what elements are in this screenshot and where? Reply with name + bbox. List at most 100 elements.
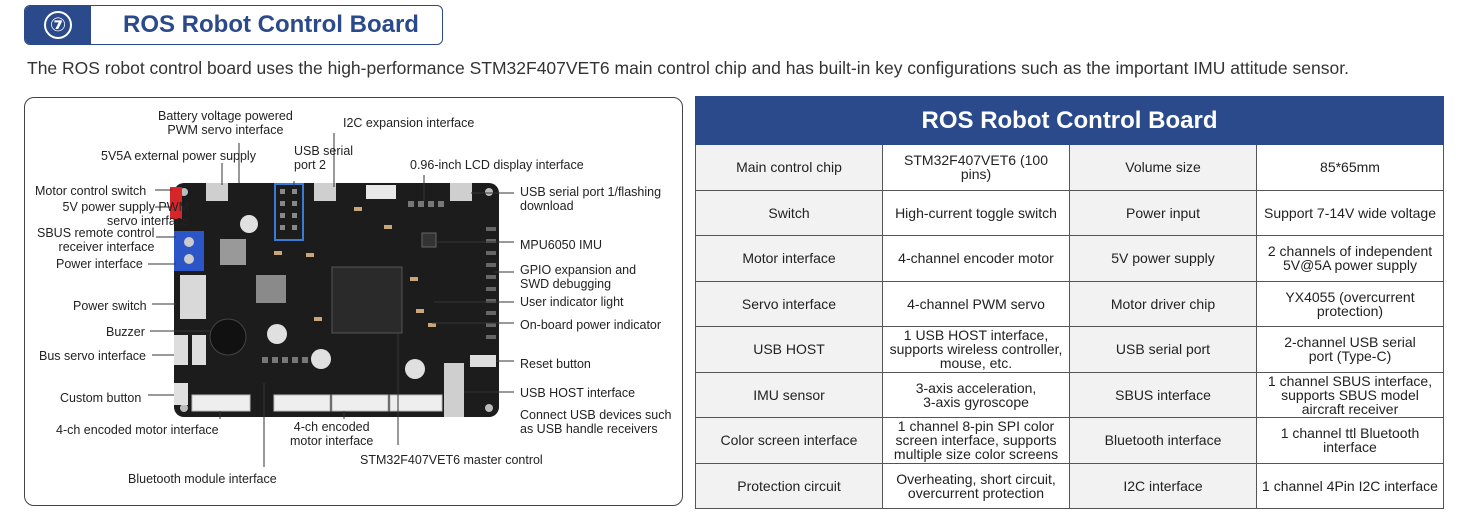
- spec-key-cell: I2C interface: [1069, 462, 1257, 509]
- smd-components: [274, 207, 436, 327]
- motor-switch: [170, 187, 182, 219]
- spec-key-cell: Protection circuit: [695, 462, 883, 509]
- spec-key-cell: Volume size: [1069, 144, 1257, 191]
- section-title: ROS Robot Control Board: [123, 11, 419, 38]
- buzzer-part: [209, 318, 247, 356]
- spec-key-cell: Motor driver chip: [1069, 280, 1257, 327]
- mount-hole: [485, 404, 493, 412]
- label-user-light: User indicator light: [520, 295, 624, 309]
- terminal-screw: [184, 254, 194, 264]
- reset-button-part: [470, 355, 496, 367]
- capacitor: [405, 359, 425, 379]
- label-power-switch: Power switch: [73, 299, 147, 313]
- label-power-interface: Power interface: [56, 257, 143, 271]
- spec-value-cell: Support 7-14V wide voltage: [1256, 189, 1444, 236]
- custom-button-part: [174, 383, 188, 405]
- section-number: ⑦: [25, 6, 91, 44]
- usb-c-port: [450, 183, 472, 201]
- spec-table-title: ROS Robot Control Board: [695, 96, 1444, 145]
- label-custom-button: Custom button: [60, 391, 142, 405]
- label-lcd: 0.96-inch LCD display interface: [410, 158, 584, 172]
- spec-key-cell: Servo interface: [695, 280, 883, 327]
- imu-chip: [421, 232, 437, 248]
- stm32-chip: [331, 266, 403, 334]
- spec-table: ROS Robot Control Board Main control chi…: [695, 96, 1444, 509]
- spec-key-cell: Switch: [695, 189, 883, 236]
- label-reset: Reset button: [520, 357, 591, 371]
- motor-connector: [273, 394, 331, 412]
- spec-key-cell: USB HOST: [695, 326, 883, 373]
- label-ext-power: 5V5A external power supply: [101, 149, 256, 163]
- spec-value-cell: 4-channel PWM servo: [882, 280, 1070, 327]
- usb-host-port: [444, 363, 464, 417]
- label-onboard-power: On-board power indicator: [520, 318, 662, 332]
- section-description: The ROS robot control board uses the hig…: [27, 58, 1349, 78]
- spec-value-cell: STM32F407VET6 (100 pins): [882, 144, 1070, 191]
- motor-connector: [191, 394, 251, 412]
- spec-table-header-row: ROS Robot Control Board: [695, 96, 1444, 145]
- i2c-connector: [366, 185, 396, 199]
- terminal-screw: [184, 237, 194, 247]
- pwm-header-highlight: [274, 183, 304, 241]
- spec-value-cell: 4-channel encoder motor: [882, 235, 1070, 282]
- section-number-glyph: ⑦: [44, 11, 72, 39]
- power-switch-part: [180, 275, 206, 319]
- spec-key-cell: Color screen interface: [695, 417, 883, 464]
- motor-connector: [389, 394, 443, 412]
- spec-value-cell: 85*65mm: [1256, 144, 1444, 191]
- motor-connector: [331, 394, 389, 412]
- capacitor: [311, 349, 331, 369]
- label-motor-switch: Motor control switch: [35, 184, 147, 198]
- label-mpu6050: MPU6050 IMU: [520, 238, 602, 252]
- capacitor: [267, 324, 287, 344]
- bluetooth-header: [262, 357, 308, 363]
- spec-key-cell: SBUS interface: [1069, 371, 1257, 418]
- bus-servo-connector: [192, 335, 206, 365]
- spec-key-cell: Bluetooth interface: [1069, 417, 1257, 464]
- bus-servo-connector: [174, 335, 188, 365]
- label-bluetooth: Bluetooth module interface: [128, 472, 277, 486]
- spec-value-cell: 3-axis acceleration,3-axis gyroscope: [882, 371, 1070, 418]
- capacitor: [240, 215, 258, 233]
- spec-value-cell: 1 channel 4Pin I2C interface: [1256, 462, 1444, 509]
- label-i2c: I2C expansion interface: [343, 116, 475, 130]
- mount-hole: [180, 404, 188, 412]
- board-illustration: [148, 133, 514, 467]
- label-motor-interface-left: 4-ch encoded motor interface: [56, 423, 219, 437]
- spec-key-cell: Motor interface: [695, 235, 883, 282]
- lcd-header: [408, 201, 444, 207]
- label-bus-servo: Bus servo interface: [39, 349, 146, 363]
- spec-value-cell: High-current toggle switch: [882, 189, 1070, 236]
- leader-lines: [148, 133, 514, 467]
- spec-value-cell: 1 USB HOST interface,supports wireless c…: [882, 326, 1070, 373]
- pwm-header-pins: [280, 189, 297, 230]
- label-stm32: STM32F407VET6 master control: [360, 453, 543, 467]
- usb-c-port: [206, 183, 228, 201]
- inductor: [220, 239, 246, 265]
- spec-value-cell: Overheating, short circuit,overcurrent p…: [882, 462, 1070, 509]
- label-buzzer: Buzzer: [106, 325, 145, 339]
- spec-key-cell: USB serial port: [1069, 326, 1257, 373]
